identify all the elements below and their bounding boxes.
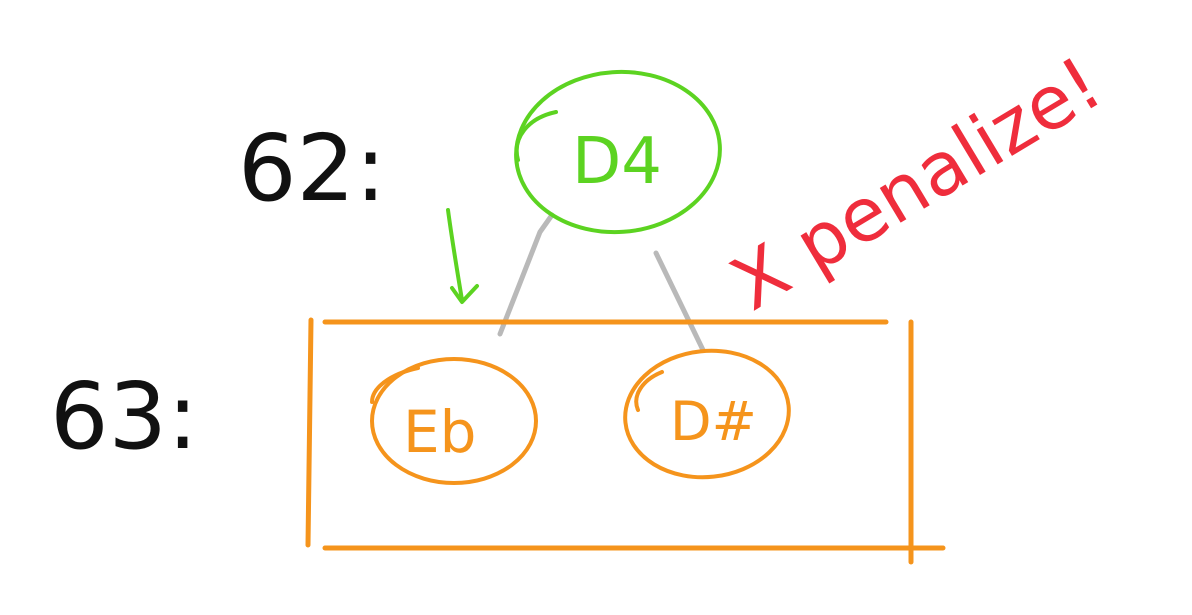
node-dsharp-label: D# [670,390,757,453]
edge-d4-dsharp [653,250,706,353]
node-d4: D4 [514,69,722,235]
node-d4-label: D4 [572,125,662,199]
row-label-62: 62: [238,115,386,222]
node-dsharp: D# [623,348,791,480]
penalize-annotation: X penalize! [717,40,1116,327]
node-eb-label: Eb [403,398,476,466]
edge-d4-eb [497,212,555,337]
down-arrow-icon [446,208,479,304]
row-label-63: 63: [50,363,198,470]
node-eb: Eb [370,357,538,485]
candidate-box [305,317,946,565]
